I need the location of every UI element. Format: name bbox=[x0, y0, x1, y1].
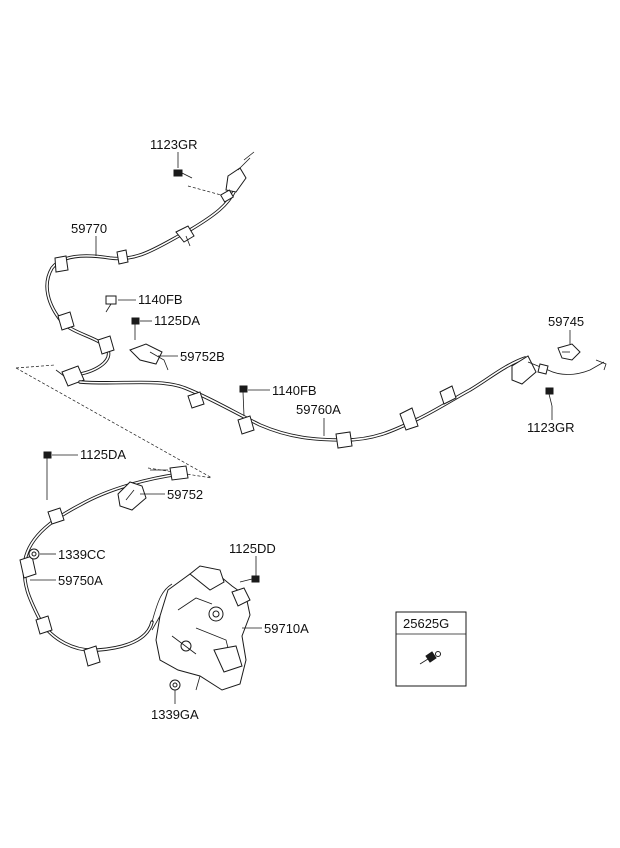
bolt-1125dd bbox=[239, 575, 260, 583]
label-59750a: 59750A bbox=[58, 573, 103, 588]
bolt-1125da-upper bbox=[131, 317, 140, 340]
label-1125da-lower: 1125DA bbox=[80, 447, 126, 462]
nut-1339ga bbox=[169, 679, 181, 691]
cable-59750a bbox=[19, 465, 189, 667]
bolt-1123gr-top bbox=[173, 169, 193, 179]
bracket-59752 bbox=[117, 481, 147, 511]
label-59770: 59770 bbox=[71, 221, 107, 236]
label-59745: 59745 bbox=[548, 314, 584, 329]
label-1123gr-top: 1123GR bbox=[150, 137, 197, 152]
reference-lines bbox=[15, 185, 233, 479]
label-1339cc: 1339CC bbox=[58, 547, 106, 562]
label-59710a: 59710A bbox=[264, 621, 309, 636]
leader-lines bbox=[30, 152, 571, 704]
bracket-59752b bbox=[129, 343, 169, 371]
inset-box-25625g: 25625G bbox=[395, 611, 467, 687]
bolt-1140fb-upper bbox=[105, 295, 117, 313]
cable-59760a bbox=[78, 355, 607, 449]
label-1140fb-lower: 1140FB bbox=[272, 383, 317, 398]
label-1125da-upper: 1125DA bbox=[154, 313, 200, 328]
label-1339ga: 1339GA bbox=[151, 707, 199, 722]
label-59760a: 59760A bbox=[296, 402, 341, 417]
nut-1339cc bbox=[28, 548, 40, 560]
parking-brake-lever-59710a bbox=[151, 565, 251, 691]
cable-59770 bbox=[45, 151, 255, 387]
label-59752b: 59752B bbox=[180, 349, 225, 364]
inset-part-number: 25625G bbox=[403, 616, 449, 631]
label-1125dd: 1125DD bbox=[229, 541, 276, 556]
bolt-1123gr-right bbox=[545, 387, 554, 407]
label-1140fb-upper: 1140FB bbox=[138, 292, 183, 307]
bolt-1125da-lower bbox=[43, 451, 52, 500]
label-1123gr-right: 1123GR bbox=[527, 420, 574, 435]
clip-59745 bbox=[557, 343, 581, 361]
bolt-1140fb-lower bbox=[239, 385, 248, 417]
label-59752: 59752 bbox=[167, 487, 203, 502]
bolt-icon bbox=[419, 651, 441, 665]
